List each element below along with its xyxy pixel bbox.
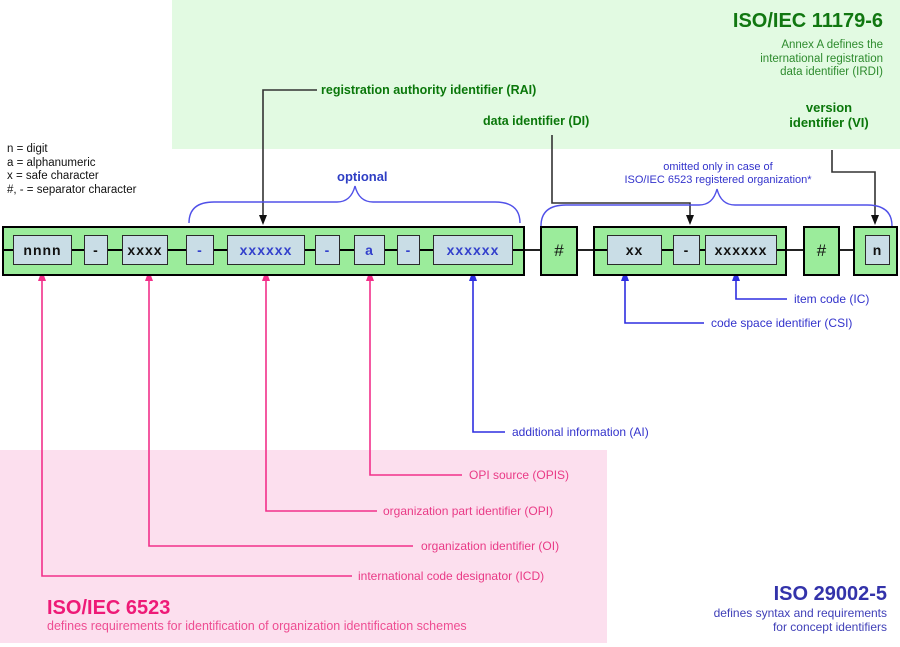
opis-label: OPI source (OPIS) bbox=[469, 468, 570, 482]
separator-box: - bbox=[315, 235, 340, 265]
field-box-ai: xxxxxx bbox=[433, 235, 513, 265]
rai-arrowhead bbox=[259, 215, 267, 225]
data-identifier-group: xx - xxxxxx bbox=[593, 226, 787, 276]
omitted-note-line: ISO/IEC 6523 registered organization* bbox=[624, 174, 812, 186]
legend-line-separator: #, - = separator character bbox=[7, 183, 137, 196]
rai-label: registration authority identifier (RAI) bbox=[321, 83, 537, 97]
ic-line bbox=[735, 277, 787, 300]
iso6523-subtitle: defines requirements for identification … bbox=[47, 619, 467, 633]
field-box-oi: xxxx bbox=[122, 235, 168, 265]
optional-label: optional bbox=[337, 169, 388, 184]
field-box-opi: xxxxxx bbox=[227, 235, 305, 265]
iso11179-subtitle-line: Annex A defines the bbox=[781, 39, 883, 51]
opi-label: organization part identifier (OPI) bbox=[383, 504, 554, 518]
legend-line-digit: n = digit bbox=[7, 143, 48, 155]
vi-arrowhead bbox=[871, 215, 879, 225]
separator-box: - bbox=[186, 235, 214, 265]
omitted-note-line: omitted only in case of bbox=[663, 161, 773, 173]
iso29002-subtitle-line: defines syntax and requirements bbox=[713, 606, 887, 620]
iso29002-subtitle: defines syntax and requirements for conc… bbox=[713, 606, 887, 634]
separator-box: - bbox=[84, 235, 108, 265]
di-arrowhead bbox=[686, 215, 694, 225]
iso11179-subtitle-line: data identifier (IRDI) bbox=[780, 66, 883, 78]
iso11179-subtitle: Annex A defines the international regist… bbox=[760, 39, 883, 80]
omitted-brace bbox=[540, 188, 893, 227]
icd-label: international code designator (ICD) bbox=[358, 569, 545, 583]
field-box-icd: nnnn bbox=[13, 235, 72, 265]
field-box-ic: xxxxxx bbox=[705, 235, 777, 265]
iso11179-title: ISO/IEC 11179-6 bbox=[732, 10, 883, 32]
omitted-note: omitted only in case of ISO/IEC 6523 reg… bbox=[593, 161, 843, 187]
iso29002-title: ISO 29002-5 bbox=[773, 583, 887, 605]
csi-line bbox=[624, 277, 704, 324]
oi-label: organization identifier (OI) bbox=[421, 539, 560, 553]
separator-box: - bbox=[673, 235, 700, 265]
opis-line bbox=[369, 277, 462, 476]
vi-label: version identifier (VI) bbox=[754, 100, 900, 130]
di-label: data identifier (DI) bbox=[483, 114, 590, 128]
optional-brace bbox=[188, 185, 521, 224]
iso11179-subtitle-line: international registration bbox=[760, 52, 883, 65]
iso29002-subtitle-line: for concept identifiers bbox=[772, 619, 887, 634]
irdi-organization-group: nnnn - xxxx - xxxxxx - a - xxxxxx bbox=[2, 226, 525, 276]
ai-line bbox=[472, 277, 505, 433]
hash-separator-box: # bbox=[540, 226, 578, 276]
version-identifier-group: n bbox=[853, 226, 898, 276]
vi-label-line: version bbox=[805, 100, 853, 115]
field-box-vi: n bbox=[865, 235, 890, 265]
vi-label-line: identifier (VI) bbox=[789, 115, 869, 130]
legend-line-alphanumeric: a = alphanumeric bbox=[7, 156, 96, 169]
ic-label: item code (IC) bbox=[794, 292, 870, 306]
separator-box: - bbox=[397, 235, 420, 265]
ai-label: additional information (AI) bbox=[512, 425, 649, 439]
field-box-csi: xx bbox=[607, 235, 662, 265]
legend-line-safe-character: x = safe character bbox=[7, 170, 99, 182]
hash-separator-box: # bbox=[803, 226, 840, 276]
csi-label: code space identifier (CSI) bbox=[711, 316, 853, 330]
iso6523-title: ISO/IEC 6523 bbox=[47, 597, 171, 619]
field-box-opis: a bbox=[354, 235, 385, 265]
legend: n = digit a = alphanumeric x = safe char… bbox=[7, 143, 136, 197]
